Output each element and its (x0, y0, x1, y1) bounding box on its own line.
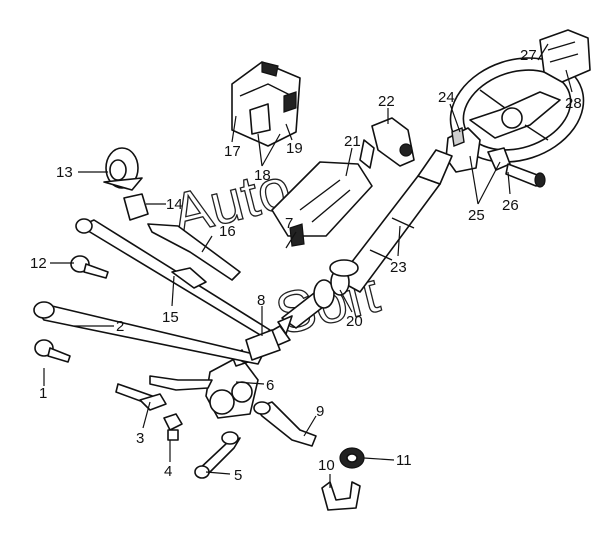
part-number-4: 4 (164, 463, 172, 480)
horn-pad (539, 29, 591, 83)
part-number-17: 17 (224, 143, 241, 160)
intermediate-shaft (277, 259, 359, 335)
column-bracket (271, 161, 373, 247)
nut-4 (163, 413, 183, 441)
part-number-8: 8 (257, 292, 265, 309)
part-number-labels: 1 2 3 4 5 6 7 8 9 10 11 12 13 14 15 16 1… (30, 47, 582, 484)
ignition-switch (359, 117, 415, 169)
part-number-20: 20 (346, 313, 363, 330)
part-number-24: 24 (438, 89, 455, 106)
bushing-13 (103, 147, 143, 191)
arm-9 (253, 401, 317, 447)
bushing-11 (339, 447, 365, 469)
part-number-18: 18 (254, 167, 271, 184)
part-number-10: 10 (318, 457, 335, 474)
leader-lines (43, 43, 573, 488)
part-number-13: 13 (56, 164, 73, 181)
part-number-16: 16 (219, 223, 236, 240)
part-number-6: 6 (266, 377, 274, 394)
part-number-11: 11 (396, 452, 412, 469)
part-number-7: 7 (285, 215, 293, 232)
center-link (33, 301, 263, 391)
part-number-2: 2 (116, 318, 124, 335)
tie-rod-assembly (75, 218, 291, 347)
part-number-26: 26 (502, 197, 519, 214)
part-number-21: 21 (344, 133, 361, 150)
column-shroud (231, 61, 301, 147)
idler-arm-3 (115, 383, 167, 411)
part-number-12: 12 (30, 255, 47, 272)
clamp-8 (245, 329, 281, 361)
part-number-28: 28 (565, 95, 582, 112)
part-number-23: 23 (390, 259, 407, 276)
part-number-19: 19 (286, 140, 303, 157)
tie-rod-end-1 (34, 339, 71, 363)
part-number-15: 15 (162, 309, 179, 326)
part-number-1: 1 (39, 385, 47, 402)
tie-rod-end-12 (70, 255, 109, 279)
part-number-3: 3 (136, 430, 144, 447)
part-number-14: 14 (166, 196, 183, 213)
part-number-27: 27 (520, 47, 537, 64)
combination-switch (445, 127, 546, 188)
part-number-5: 5 (234, 467, 242, 484)
steering-column (337, 149, 453, 293)
pitman-arm-5 (194, 431, 241, 479)
part-number-22: 22 (378, 93, 395, 110)
part-number-25: 25 (468, 207, 485, 224)
bracket-10 (321, 481, 361, 511)
part-number-9: 9 (316, 403, 324, 420)
steering-wheel (449, 57, 585, 163)
clamp-14 (123, 193, 149, 221)
